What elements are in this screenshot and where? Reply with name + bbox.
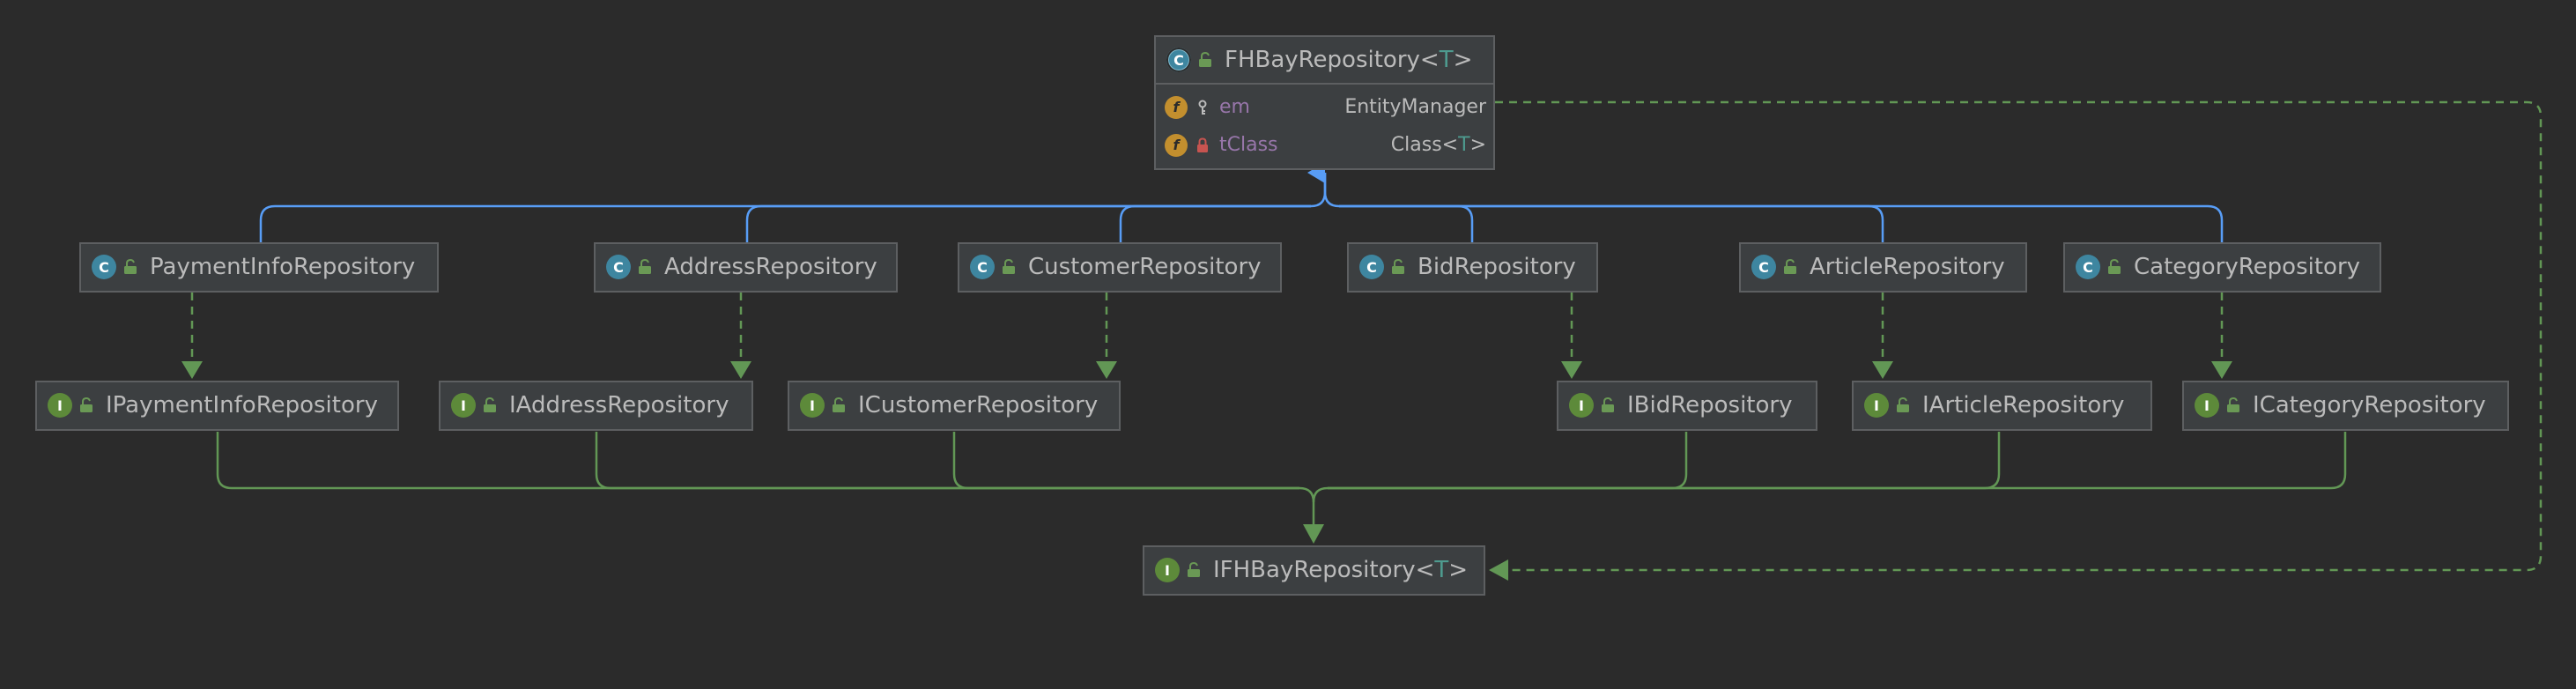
implements-arrowheads [181, 361, 2232, 581]
implements-edges [190, 100, 2543, 572]
class-name: AddressRepository [664, 254, 877, 280]
edge-extends-bid [1323, 191, 1474, 242]
class-icon: C [970, 255, 995, 279]
public-unlock-icon [1198, 52, 1212, 68]
private-lock-icon [1196, 137, 1209, 153]
field-icon: f [1165, 95, 1188, 119]
public-unlock-icon [832, 397, 846, 413]
type-param-close: > [1448, 557, 1469, 583]
edge-extends-address [745, 204, 1311, 242]
interface-icon: I [2195, 393, 2219, 418]
interface-icon: I [800, 393, 825, 418]
interface-node-icategoryrepository[interactable]: I ICategoryRepository [2182, 381, 2509, 431]
public-unlock-icon [2107, 259, 2121, 275]
field-list: f em EntityManager f tClass Class<T> [1156, 83, 1493, 169]
interface-name: IArticleRepository [1922, 392, 2125, 419]
edge-extends-category [1339, 204, 2224, 242]
public-unlock-icon [1783, 259, 1797, 275]
field-row-tclass[interactable]: f tClass Class<T> [1156, 126, 1493, 164]
public-unlock-icon [1002, 259, 1016, 275]
base-interface-type-param: T [1434, 557, 1449, 583]
class-name: CustomerRepository [1028, 254, 1262, 280]
interface-node-iarticlerepository[interactable]: I IArticleRepository [1852, 381, 2152, 431]
class-node-paymentinforepository[interactable]: C PaymentInfoRepository [79, 242, 439, 293]
edge-extends-customer [1119, 204, 1311, 242]
field-type: Class<T> [1390, 134, 1486, 156]
class-name: ArticleRepository [1810, 254, 2005, 280]
class-icon: C [606, 255, 631, 279]
class-node-addressrepository[interactable]: C AddressRepository [594, 242, 898, 293]
class-icon: C [2076, 255, 2100, 279]
interface-icon: I [1155, 558, 1180, 582]
package-key-icon [1196, 100, 1209, 115]
interface-extends-edges [216, 432, 2347, 524]
field-row-em[interactable]: f em EntityManager [1156, 88, 1493, 126]
interface-node-ifhbayrepository[interactable]: I IFHBayRepository<T> [1143, 545, 1485, 596]
class-icon: C [92, 255, 116, 279]
public-unlock-icon [2226, 397, 2240, 413]
interface-extends-arrowhead [1303, 524, 1324, 544]
interface-node-iaddressrepository[interactable]: I IAddressRepository [439, 381, 753, 431]
public-unlock-icon [638, 259, 652, 275]
class-node-customerrepository[interactable]: C CustomerRepository [958, 242, 1282, 293]
class-node-categoryrepository[interactable]: C CategoryRepository [2063, 242, 2381, 293]
public-unlock-icon [1391, 259, 1405, 275]
public-unlock-icon [1187, 562, 1201, 578]
interface-name: IPaymentInfoRepository [106, 392, 378, 419]
class-node-articlerepository[interactable]: C ArticleRepository [1739, 242, 2027, 293]
class-node-bidrepository[interactable]: C BidRepository [1347, 242, 1598, 293]
interface-icon: I [48, 393, 72, 418]
interface-node-icustomerrepository[interactable]: I ICustomerRepository [788, 381, 1121, 431]
extends-edges [259, 162, 2224, 242]
class-icon: C [1751, 255, 1776, 279]
field-name: tClass [1219, 134, 1278, 156]
interface-icon: I [1569, 393, 1594, 418]
field-name: em [1219, 96, 1250, 118]
type-param-open: < [1415, 557, 1435, 583]
public-unlock-icon [483, 397, 497, 413]
interface-name: IBidRepository [1627, 392, 1793, 419]
interface-node-ibidrepository[interactable]: I IBidRepository [1557, 381, 1817, 431]
edge-implements-root [1495, 100, 2543, 572]
interface-icon: I [451, 393, 476, 418]
base-interface-name: IFHBayRepository [1213, 557, 1416, 583]
public-unlock-icon [1601, 397, 1615, 413]
interface-icon: I [1864, 393, 1889, 418]
field-icon: f [1165, 133, 1188, 157]
public-unlock-icon [1896, 397, 1910, 413]
root-type-param: T [1439, 47, 1454, 73]
root-class-name: FHBayRepository [1225, 47, 1420, 73]
class-node-fhbayrepository[interactable]: C FHBayRepository<T> f em EntityManager … [1154, 35, 1495, 170]
class-name: BidRepository [1418, 254, 1576, 280]
interface-name: ICustomerRepository [858, 392, 1099, 419]
abstract-class-icon: C [1166, 48, 1191, 72]
edge-extends-paymentinfo [259, 173, 1327, 242]
type-param-close: > [1453, 47, 1473, 73]
interface-name: ICategoryRepository [2253, 392, 2486, 419]
interface-node-ipaymentinforepository[interactable]: I IPaymentInfoRepository [35, 381, 399, 431]
interface-name: IAddressRepository [509, 392, 729, 419]
class-name: CategoryRepository [2134, 254, 2361, 280]
class-icon: C [1359, 255, 1384, 279]
class-name: PaymentInfoRepository [150, 254, 416, 280]
field-type: EntityManager [1344, 96, 1486, 118]
public-unlock-icon [123, 259, 137, 275]
public-unlock-icon [79, 397, 93, 413]
type-param-open: < [1419, 47, 1440, 73]
edge-extends-article [1339, 204, 1884, 242]
